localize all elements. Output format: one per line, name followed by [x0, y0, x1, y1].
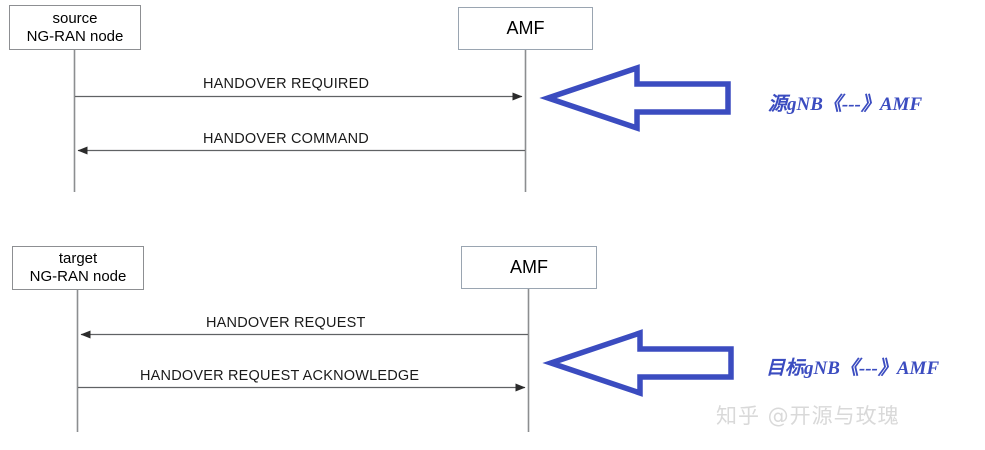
label-handover-request: HANDOVER REQUEST	[206, 315, 366, 331]
node-target-ngran-line2: NG-RAN node	[29, 268, 127, 285]
node-target-ngran[interactable]: target NG-RAN node	[12, 246, 144, 290]
node-source-ngran-line2: NG-RAN node	[26, 27, 124, 45]
node-amf-1[interactable]: AMF	[458, 7, 593, 50]
label-handover-command: HANDOVER COMMAND	[203, 131, 369, 147]
callout-arrow-1	[539, 64, 731, 132]
node-amf-2[interactable]: AMF	[461, 246, 597, 289]
node-source-ngran-line1: source	[52, 9, 98, 27]
callout-label-target: 目标gNB《---》AMF	[766, 358, 940, 379]
node-target-ngran-line1: target	[58, 250, 98, 268]
node-amf-1-label: AMF	[506, 17, 545, 38]
node-source-ngran[interactable]: source NG-RAN node	[9, 5, 141, 50]
label-handover-request-acknowledge: HANDOVER REQUEST ACKNOWLEDGE	[140, 368, 420, 384]
node-amf-2-label: AMF	[510, 256, 548, 277]
label-handover-required: HANDOVER REQUIRED	[203, 76, 370, 92]
watermark-text: 知乎 @开源与玫瑰	[716, 404, 900, 428]
callout-label-source: 源gNB《---》AMF	[768, 94, 923, 115]
callout-arrow-2	[542, 329, 734, 397]
